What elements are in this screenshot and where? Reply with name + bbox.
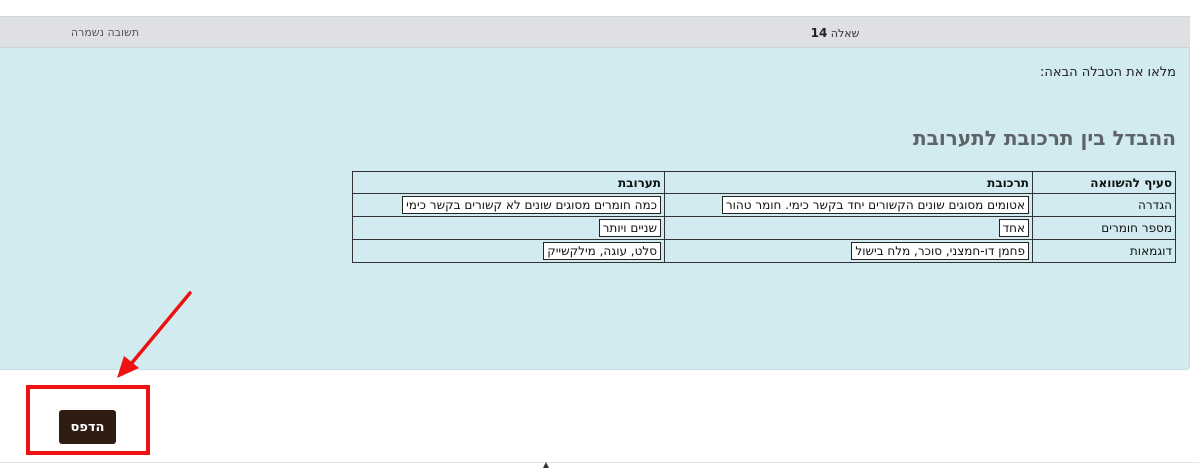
compound-examples-cell: פחמן דו-חמצני, סוכר, מלח בישול xyxy=(664,239,1033,263)
question-header: תשובה נשמרה שאלה 14 xyxy=(0,16,1190,48)
row-label-definition: הגדרה xyxy=(1032,193,1176,217)
answer-saved-status: תשובה נשמרה xyxy=(70,26,140,39)
compound-count-input[interactable]: אחד xyxy=(998,219,1029,237)
question-title: שאלה 14 xyxy=(760,26,910,40)
print-button[interactable]: הדפס xyxy=(59,410,116,444)
table-title: ההבדל בין תרכובת לתערובת xyxy=(913,126,1176,150)
mixture-count-input[interactable]: שניים ויותר xyxy=(598,219,661,237)
question-number: 14 xyxy=(810,26,828,40)
highlight-annotation-box xyxy=(26,385,150,455)
compound-examples-input[interactable]: פחמן דו-חמצני, סוכר, מלח בישול xyxy=(851,242,1029,260)
table-header-row: סעיף להשוואה תרכובת תערובת xyxy=(352,171,1176,194)
table-row: דוגמאות פחמן דו-חמצני, סוכר, מלח בישול ס… xyxy=(352,239,1176,263)
mixture-examples-cell: סלט, עוגה, מילקשייק xyxy=(352,239,665,263)
header-compound: תרכובת xyxy=(664,171,1033,194)
question-label: שאלה xyxy=(830,27,860,40)
instructions-text: מלאו את הטבלה הבאה: xyxy=(1040,65,1176,80)
compound-definition-input[interactable]: אטומים מסוגים שונים הקשורים יחד בקשר כימ… xyxy=(721,196,1029,214)
row-label-examples: דוגמאות xyxy=(1032,239,1176,263)
print-area: הדפס xyxy=(0,370,1199,463)
question-content: מלאו את הטבלה הבאה: ההבדל בין תרכובת לתע… xyxy=(0,48,1190,370)
mixture-count-cell: שניים ויותר xyxy=(352,216,665,240)
header-criterion: סעיף להשוואה xyxy=(1032,171,1176,194)
table-row: מספר חומרים אחד שניים ויותר xyxy=(352,216,1176,240)
row-label-substance-count: מספר חומרים xyxy=(1032,216,1176,240)
mixture-definition-input[interactable]: כמה חומרים מסוגים שונים לא קשורים בקשר כ… xyxy=(402,196,661,214)
mixture-examples-input[interactable]: סלט, עוגה, מילקשייק xyxy=(543,242,661,260)
mouse-cursor-icon xyxy=(543,462,549,468)
comparison-table: סעיף להשוואה תרכובת תערובת הגדרה אטומים … xyxy=(352,171,1176,263)
